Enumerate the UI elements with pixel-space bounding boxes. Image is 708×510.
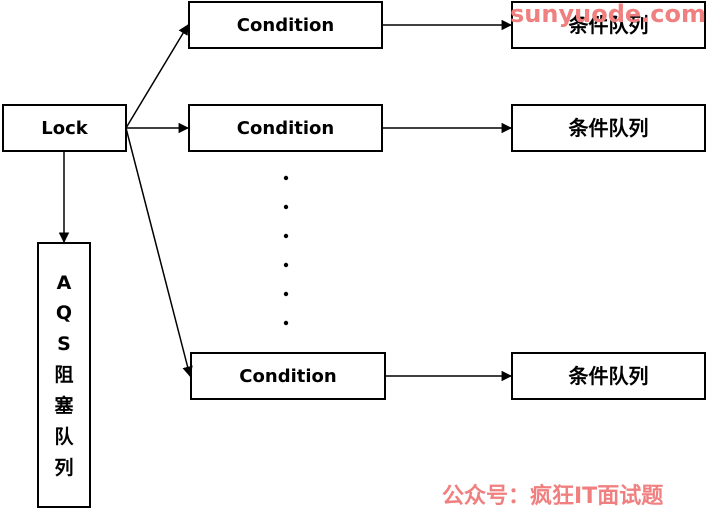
- aqs-char: 队: [54, 425, 74, 448]
- aqs-char: S: [57, 333, 71, 355]
- arrow-lock-to-condition-3: [125, 127, 193, 378]
- ellipsis-dot: [283, 233, 289, 239]
- ellipsis-dot: [283, 291, 289, 297]
- condition-node: Condition: [188, 104, 383, 152]
- condition-queue-label: 条件队列: [569, 13, 649, 37]
- watermark-bottom: 公众号：疯狂IT面试题: [442, 484, 664, 509]
- arrow-lock-to-condition-1: [125, 24, 189, 129]
- condition-node: Condition: [190, 352, 386, 400]
- aqs-char: A: [57, 272, 72, 294]
- condition-queue-label: 条件队列: [569, 116, 649, 140]
- condition-queue-node: 条件队列: [511, 352, 706, 400]
- lock-label: Lock: [41, 118, 89, 139]
- condition-queue-node: 条件队列: [511, 1, 706, 49]
- watermark-top: sunyuode.com: [510, 0, 706, 28]
- ellipsis-dot: [283, 204, 289, 210]
- ellipsis-dot: [283, 320, 289, 326]
- aqs-char: 列: [54, 457, 73, 479]
- aqs-blocking-queue-node: A Q S 阻 塞 队 列: [37, 242, 91, 508]
- condition-label: Condition: [239, 366, 336, 387]
- condition-label: Condition: [237, 118, 334, 139]
- condition-queue-node: 条件队列: [511, 104, 706, 152]
- aqs-char: Q: [56, 302, 72, 324]
- ellipsis-dot: [283, 262, 289, 268]
- aqs-char: 阻: [54, 364, 73, 386]
- ellipsis-dots: [283, 175, 289, 326]
- ellipsis-dot: [283, 175, 289, 181]
- aqs-char: 塞: [54, 394, 74, 417]
- lock-node: Lock: [2, 104, 127, 152]
- condition-queue-label: 条件队列: [569, 364, 649, 388]
- condition-node: Condition: [188, 1, 383, 49]
- condition-label: Condition: [237, 15, 334, 36]
